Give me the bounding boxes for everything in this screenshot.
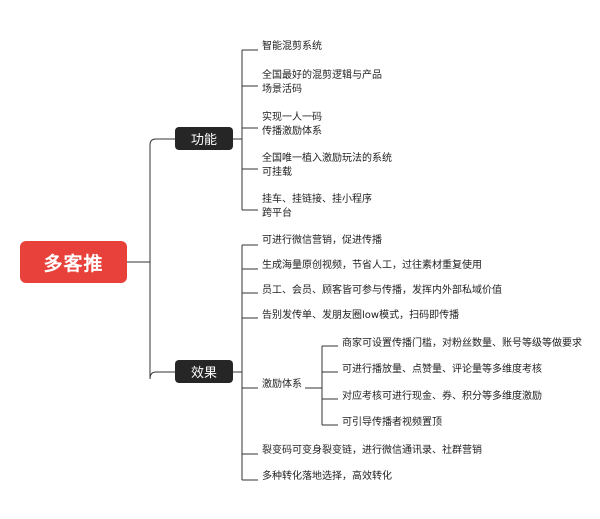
incentive-item-2: 可进行播放量、点赞量、评论量等多维度考核 [342,364,542,375]
function-item-3: 实现一人一码 传播激励体系 [262,112,322,137]
incentive-item-1: 商家可设置传播门槛，对粉丝数量、账号等级等做要求 [342,338,582,349]
root-connector [127,138,175,380]
effect-item-5: 裂变码可变身裂变链，进行微信通讯录、社群营销 [262,445,482,456]
function-item-4: 全国唯一植入激励玩法的系统 可挂载 [262,153,392,178]
incentive-bracket [305,346,323,425]
incentive-item-3: 对应考核可进行现金、券、积分等多维度激励 [342,391,542,402]
function-item-2: 全国最好的混剪逻辑与产品 场景活码 [262,70,382,95]
branch-node-function: 功能 [175,127,233,150]
effect-item-6: 多种转化落地选择，高效转化 [262,471,392,482]
function-item-1: 智能混剪系统 [262,41,322,52]
root-node: 多客推 [20,241,127,283]
branch-node-effect: 效果 [175,360,233,383]
function-item-5: 挂车、挂链接、挂小程序 跨平台 [262,194,372,219]
incentive-node: 激励体系 [262,379,302,390]
incentive-item-4: 可引导传播者视频置顶 [342,417,442,428]
effect-item-3: 员工、会员、顾客皆可参与传播，发挥内外部私域价值 [262,285,502,296]
effect-item-1: 可进行微信营销，促进传播 [262,235,382,246]
function-bracket [233,50,243,210]
effect-bracket [233,245,243,480]
effect-item-2: 生成海量原创视频，节省人工，过往素材重复使用 [262,260,482,271]
effect-item-4: 告别发传单、发朋友圈low模式，扫码即传播 [262,310,460,321]
